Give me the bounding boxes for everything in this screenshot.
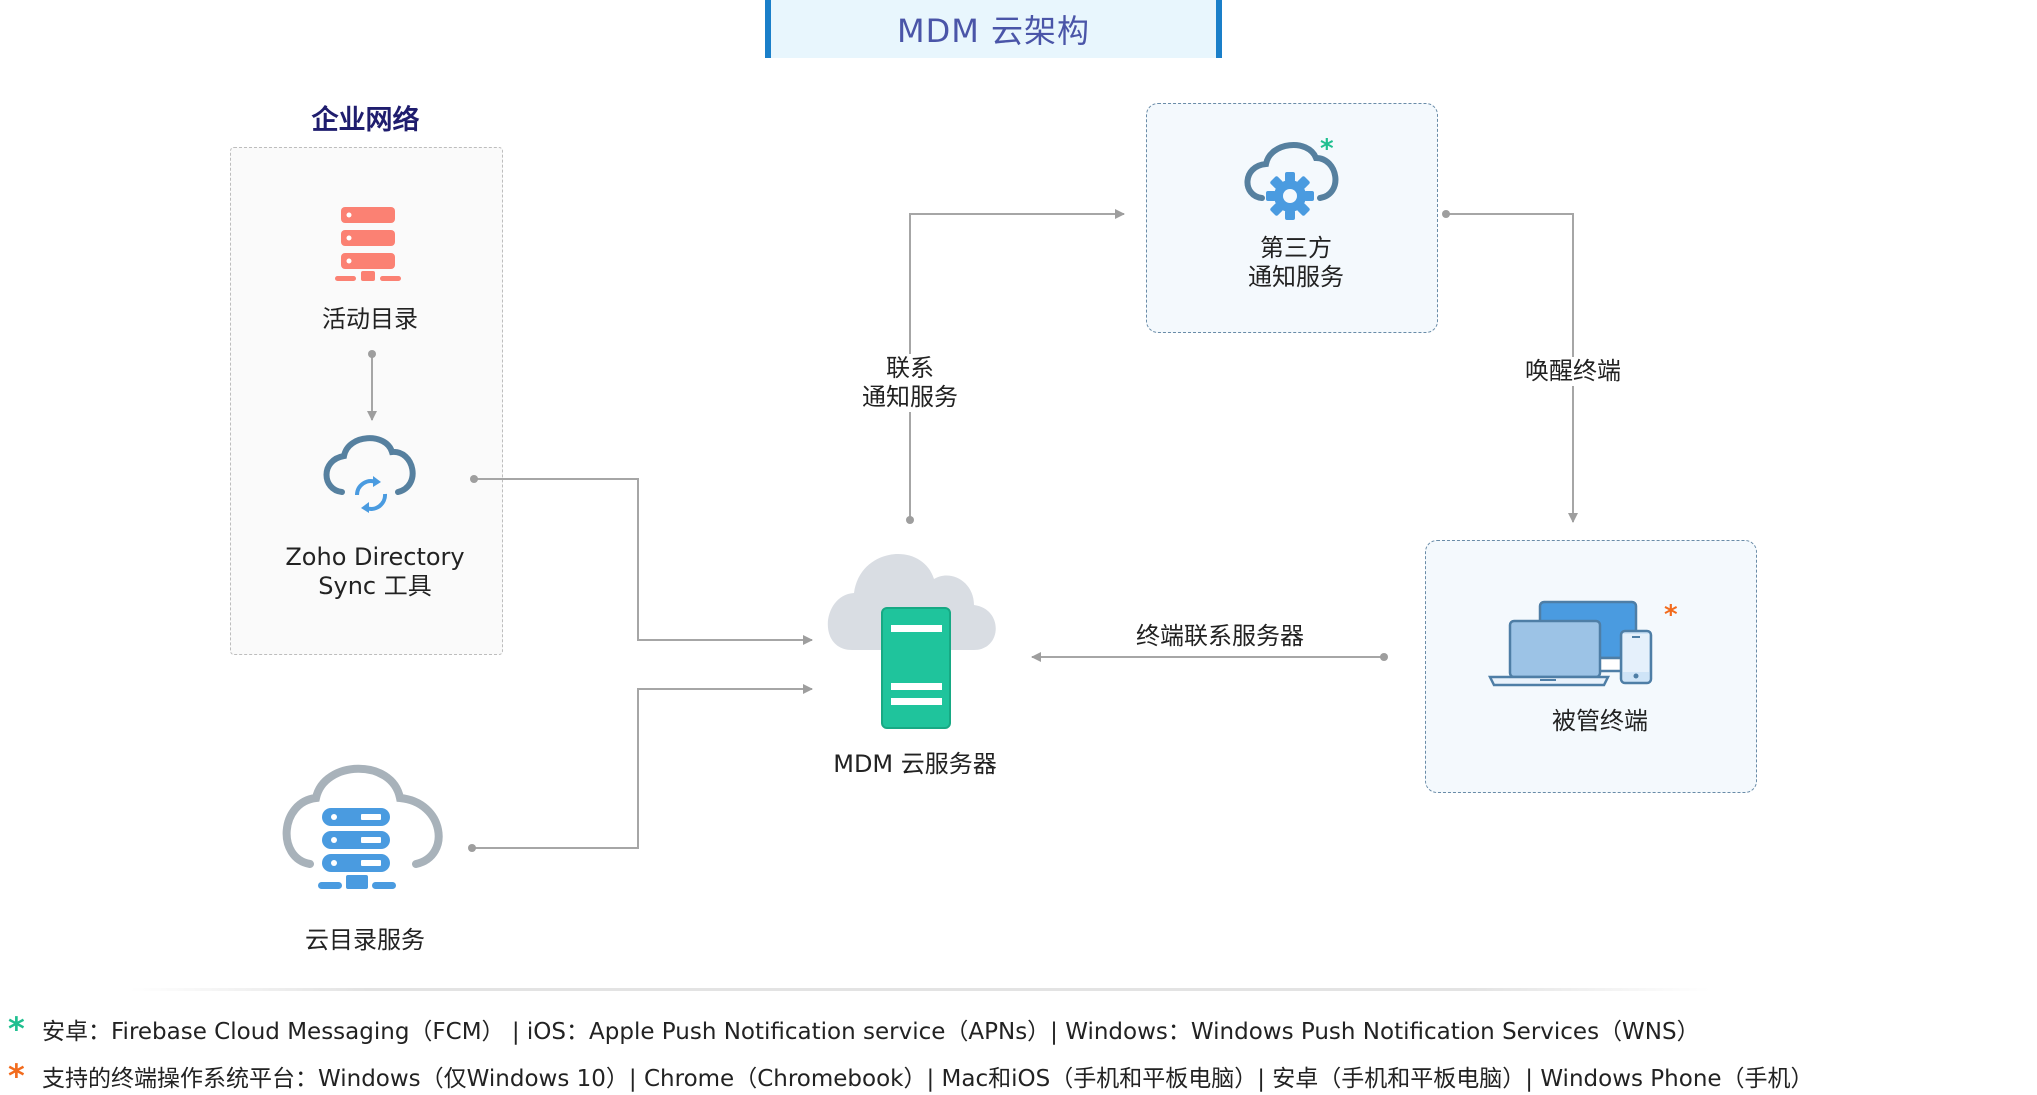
third-party-footnote-marker: * xyxy=(1320,134,1334,164)
cloud-directory-label: 云目录服务 xyxy=(305,926,425,954)
footnote-push-services-text: 安卓：Firebase Cloud Messaging（FCM） | iOS：A… xyxy=(42,1019,1700,1045)
connector-label-wake-device: 唤醒终端 xyxy=(1518,357,1628,386)
asterisk-orange-icon: * xyxy=(8,1057,25,1095)
cloud-gear-icon xyxy=(1244,142,1339,220)
server-stack-icon xyxy=(335,207,401,281)
connector-label-contact-notify-line2: 通知服务 xyxy=(862,383,958,411)
footnote-supported-platforms: * 支持的终端操作系统平台：Windows（仅Windows 10）| Chro… xyxy=(8,1059,1814,1093)
third-party-label-line1: 第三方 xyxy=(1260,234,1332,262)
connector-clouddir-to-mdm xyxy=(472,684,813,849)
connector-mdm-to-thirdparty xyxy=(909,209,1125,520)
diagram-title-box: MDM 云架构 xyxy=(765,0,1222,58)
cloud-server-icon xyxy=(282,764,443,889)
mdm-server-label: MDM 云服务器 xyxy=(833,750,997,778)
zoho-sync-label-line2: Sync 工具 xyxy=(318,572,432,600)
connector-dot xyxy=(468,844,476,852)
connector-zoho-to-mdm xyxy=(474,478,813,645)
enterprise-network-title: 企业网络 xyxy=(311,105,420,136)
zoho-sync-label-line1: Zoho Directory xyxy=(285,543,465,571)
connector-label-device-contact-server: 终端联系服务器 xyxy=(1136,622,1304,650)
managed-devices-footnote-marker: * xyxy=(1664,600,1678,630)
devices-icon xyxy=(1488,600,1653,687)
connector-dot xyxy=(470,475,478,483)
footnote-supported-platforms-text: 支持的终端操作系统平台：Windows（仅Windows 10）| Chrome… xyxy=(42,1066,1814,1092)
connector-label-contact-notify: 联系 通知服务 xyxy=(850,354,970,412)
asterisk-green-icon: * xyxy=(8,1010,25,1048)
connector-dot xyxy=(368,350,376,358)
footnote-push-services: * 安卓：Firebase Cloud Messaging（FCM） | iOS… xyxy=(8,1012,1700,1046)
connector-label-contact-notify-line1: 联系 xyxy=(886,354,934,382)
cloud-sync-icon xyxy=(323,435,416,513)
third-party-label: 第三方 通知服务 xyxy=(1196,234,1396,292)
footnote-divider xyxy=(130,988,1710,991)
zoho-sync-label: Zoho Directory Sync 工具 xyxy=(250,543,500,601)
connector-dot xyxy=(1442,210,1450,218)
cloud-server-green-icon xyxy=(827,554,996,729)
connector-dot xyxy=(1380,653,1388,661)
connector-dot xyxy=(906,516,914,524)
connector-thirdparty-to-devices xyxy=(1446,213,1578,523)
active-directory-label: 活动目录 xyxy=(322,305,418,333)
managed-devices-label: 被管终端 xyxy=(1552,707,1648,735)
third-party-label-line2: 通知服务 xyxy=(1248,263,1344,291)
diagram-title: MDM 云架构 xyxy=(896,12,1091,50)
